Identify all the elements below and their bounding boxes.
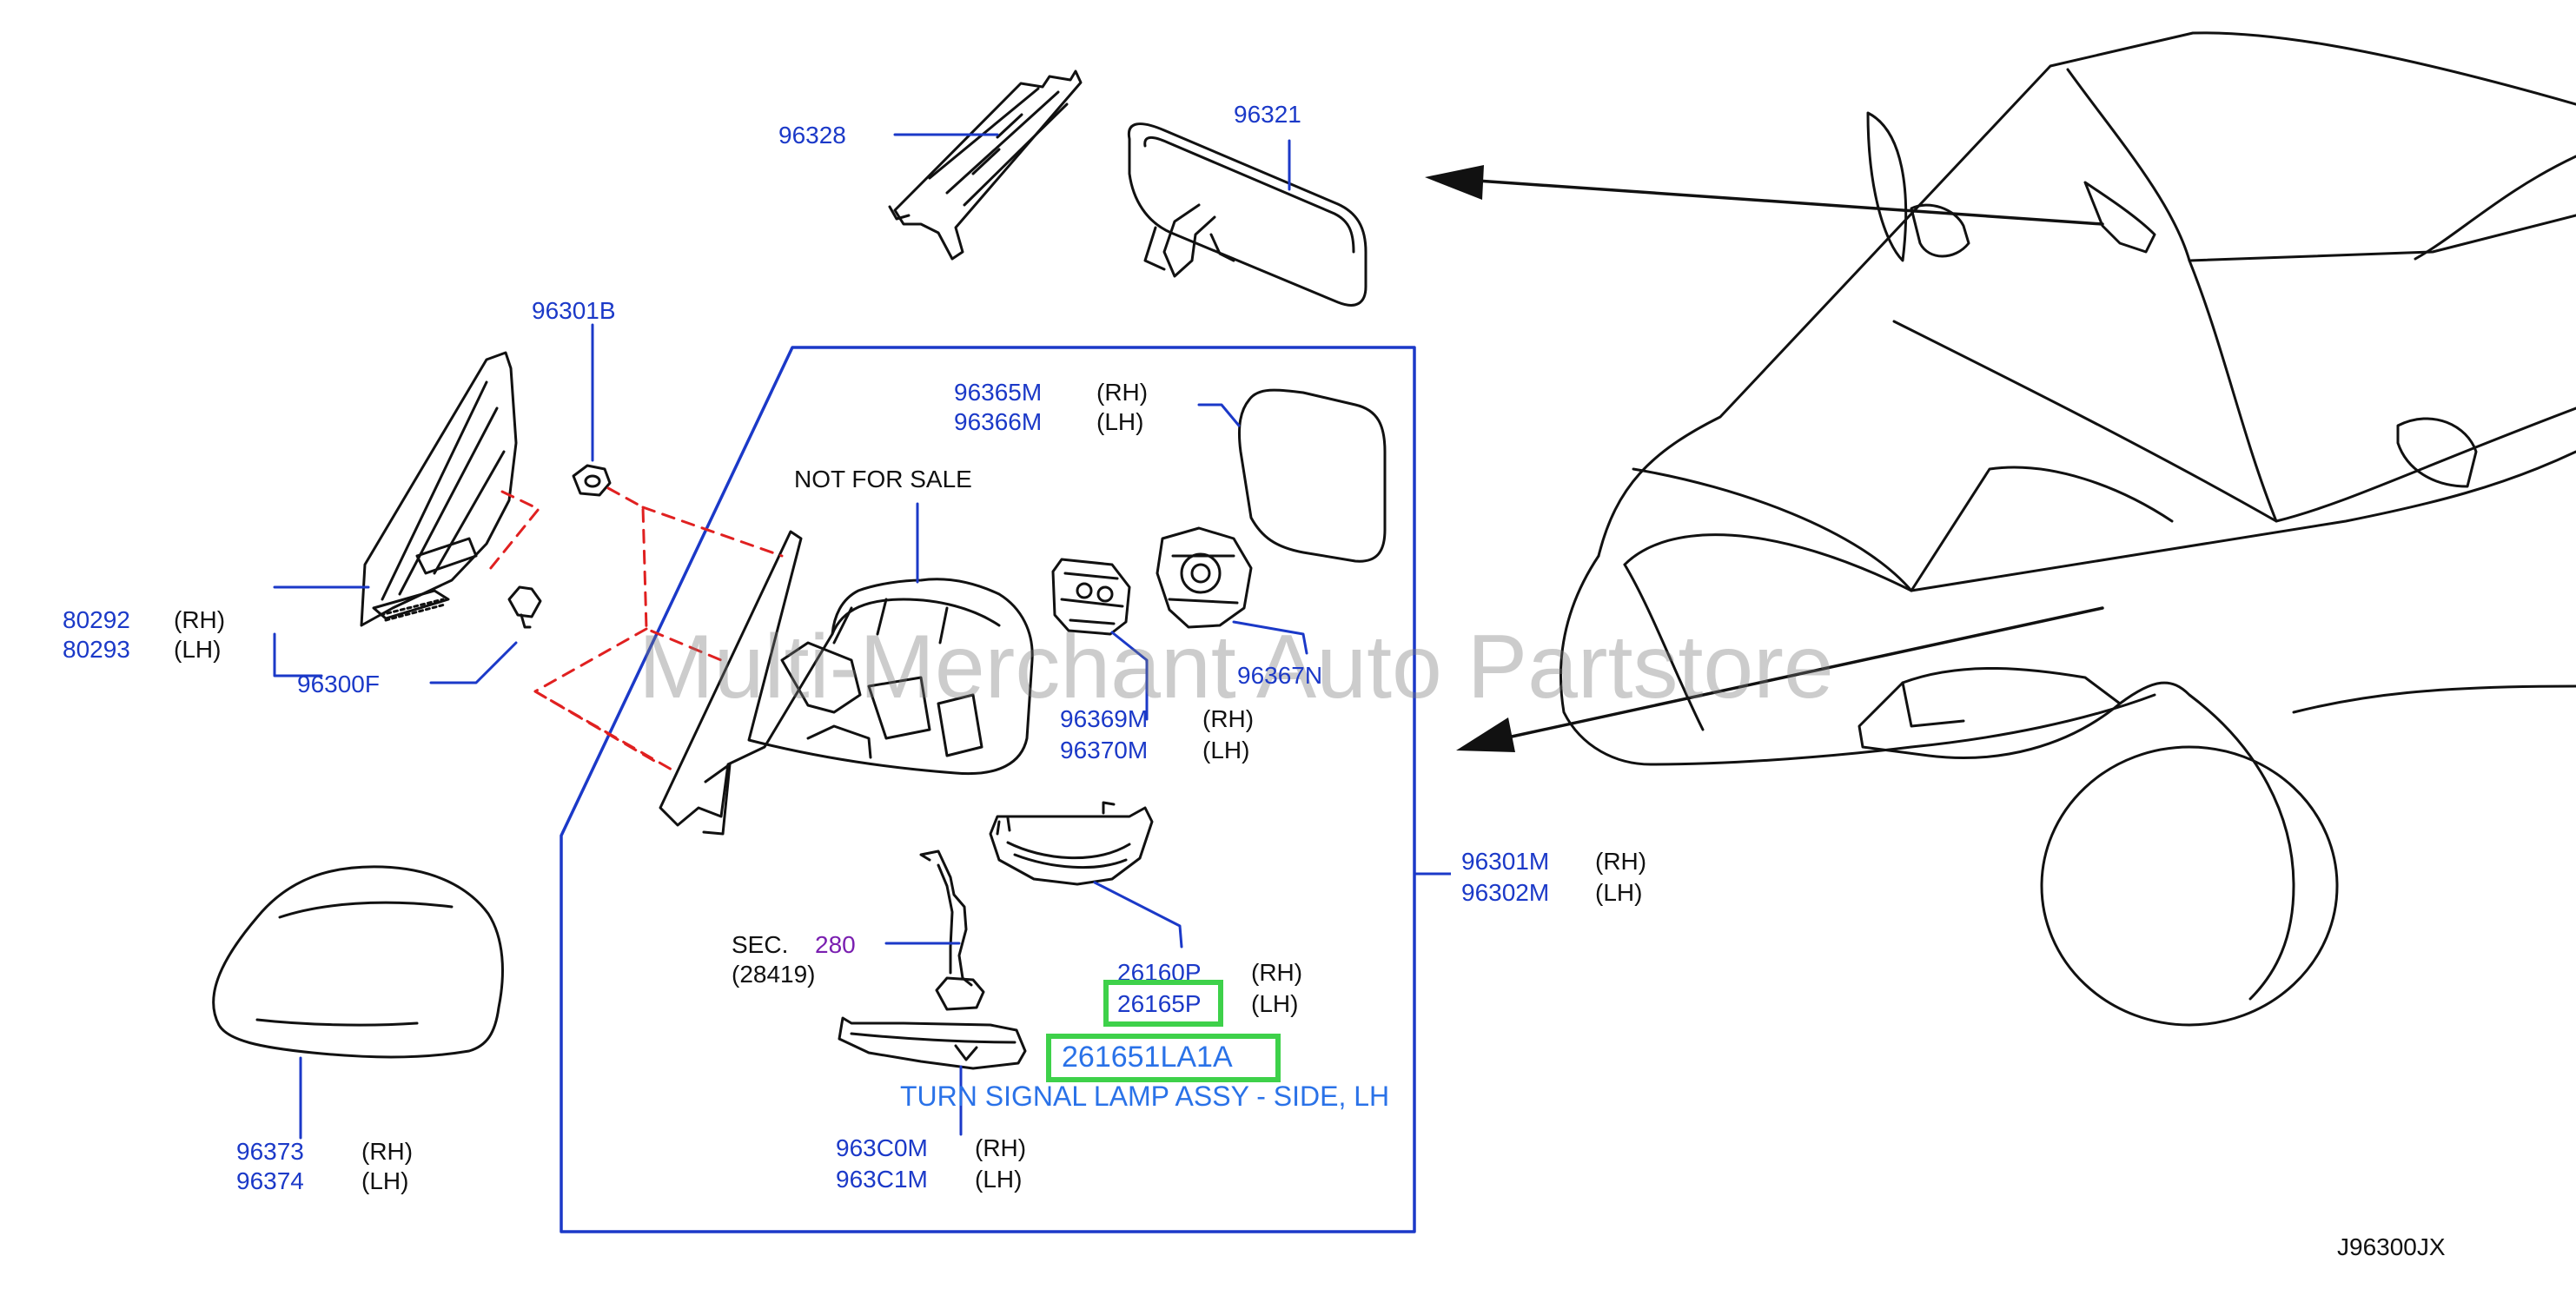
label-96366M-side: (LH) xyxy=(1096,408,1144,435)
label-96373[interactable]: 96373 xyxy=(236,1138,304,1165)
label-96300F[interactable]: 96300F xyxy=(297,671,380,697)
label-96301B[interactable]: 96301B xyxy=(532,297,616,324)
label-96328[interactable]: 96328 xyxy=(778,122,846,149)
label-96302M[interactable]: 96302M xyxy=(1461,879,1550,906)
label-80292[interactable]: 80292 xyxy=(63,606,130,633)
label-96374-side: (LH) xyxy=(361,1167,409,1194)
mirror-bracket-drawing xyxy=(888,69,1083,261)
label-96370M[interactable]: 96370M xyxy=(1060,737,1149,763)
lower-cover-drawing xyxy=(838,1016,1027,1136)
label-96321[interactable]: 96321 xyxy=(1234,101,1301,128)
label-96365M[interactable]: 96365M xyxy=(954,379,1043,406)
diagram-code: J96300JX xyxy=(2337,1233,2446,1260)
label-96369M-side: (RH) xyxy=(1202,705,1255,732)
wire-harness-drawing xyxy=(884,849,985,1011)
vehicle-outline-drawing xyxy=(1559,31,2576,1027)
watermark: Multi-Merchant Auto Partstore xyxy=(639,617,1834,717)
label-80292-side: (RH) xyxy=(174,606,226,633)
label-section-ref: (28419) xyxy=(732,961,816,988)
label-96302M-side: (LH) xyxy=(1595,879,1643,906)
label-96367N[interactable]: 96367N xyxy=(1237,662,1323,689)
label-96301M[interactable]: 96301M xyxy=(1461,848,1550,875)
label-96365M-side: (RH) xyxy=(1096,379,1149,406)
label-96301M-side: (RH) xyxy=(1595,848,1647,875)
highlighted-part-number[interactable]: 261651LA1A xyxy=(1062,1041,1233,1074)
nut-and-clip-drawing xyxy=(429,323,612,684)
label-963C0M-side: (RH) xyxy=(975,1134,1027,1161)
label-section: SEC. xyxy=(732,931,789,958)
turn-signal-lamp-drawing xyxy=(989,801,1183,949)
label-963C1M-side: (LH) xyxy=(975,1166,1023,1193)
pointer-arrows xyxy=(1425,165,2104,752)
label-80293[interactable]: 80293 xyxy=(63,636,130,663)
mirror-glass-drawing xyxy=(1197,388,1387,563)
label-96369M[interactable]: 96369M xyxy=(1060,705,1149,732)
label-96374[interactable]: 96374 xyxy=(236,1167,304,1194)
dashed-guides xyxy=(485,486,784,775)
highlight-box-part-number xyxy=(1046,1034,1281,1082)
label-96366M[interactable]: 96366M xyxy=(954,408,1043,435)
corner-cover-drawing xyxy=(273,351,518,678)
label-26165P-side: (LH) xyxy=(1251,990,1299,1017)
rearview-mirror-drawing xyxy=(1127,122,1367,307)
label-26165P[interactable]: 26165P xyxy=(1117,990,1202,1017)
label-963C0M[interactable]: 963C0M xyxy=(836,1134,928,1161)
label-96373-side: (RH) xyxy=(361,1138,414,1165)
mirror-cover-drawing xyxy=(212,865,504,1140)
label-96370M-side: (LH) xyxy=(1202,737,1250,763)
label-section-number[interactable]: 280 xyxy=(815,931,856,958)
label-963C1M[interactable]: 963C1M xyxy=(836,1166,928,1193)
label-not-for-sale: NOT FOR SALE xyxy=(794,466,972,492)
highlight-box-26165P xyxy=(1103,980,1223,1027)
label-80293-side: (LH) xyxy=(174,636,222,663)
mirror-motor-drawing xyxy=(1051,526,1308,721)
label-26160P-side: (RH) xyxy=(1251,959,1303,986)
door-mirror-body-drawing xyxy=(659,502,1034,836)
highlighted-part-description: TURN SIGNAL LAMP ASSY - SIDE, LH xyxy=(900,1081,1390,1112)
assembly-frame xyxy=(560,346,1416,1233)
